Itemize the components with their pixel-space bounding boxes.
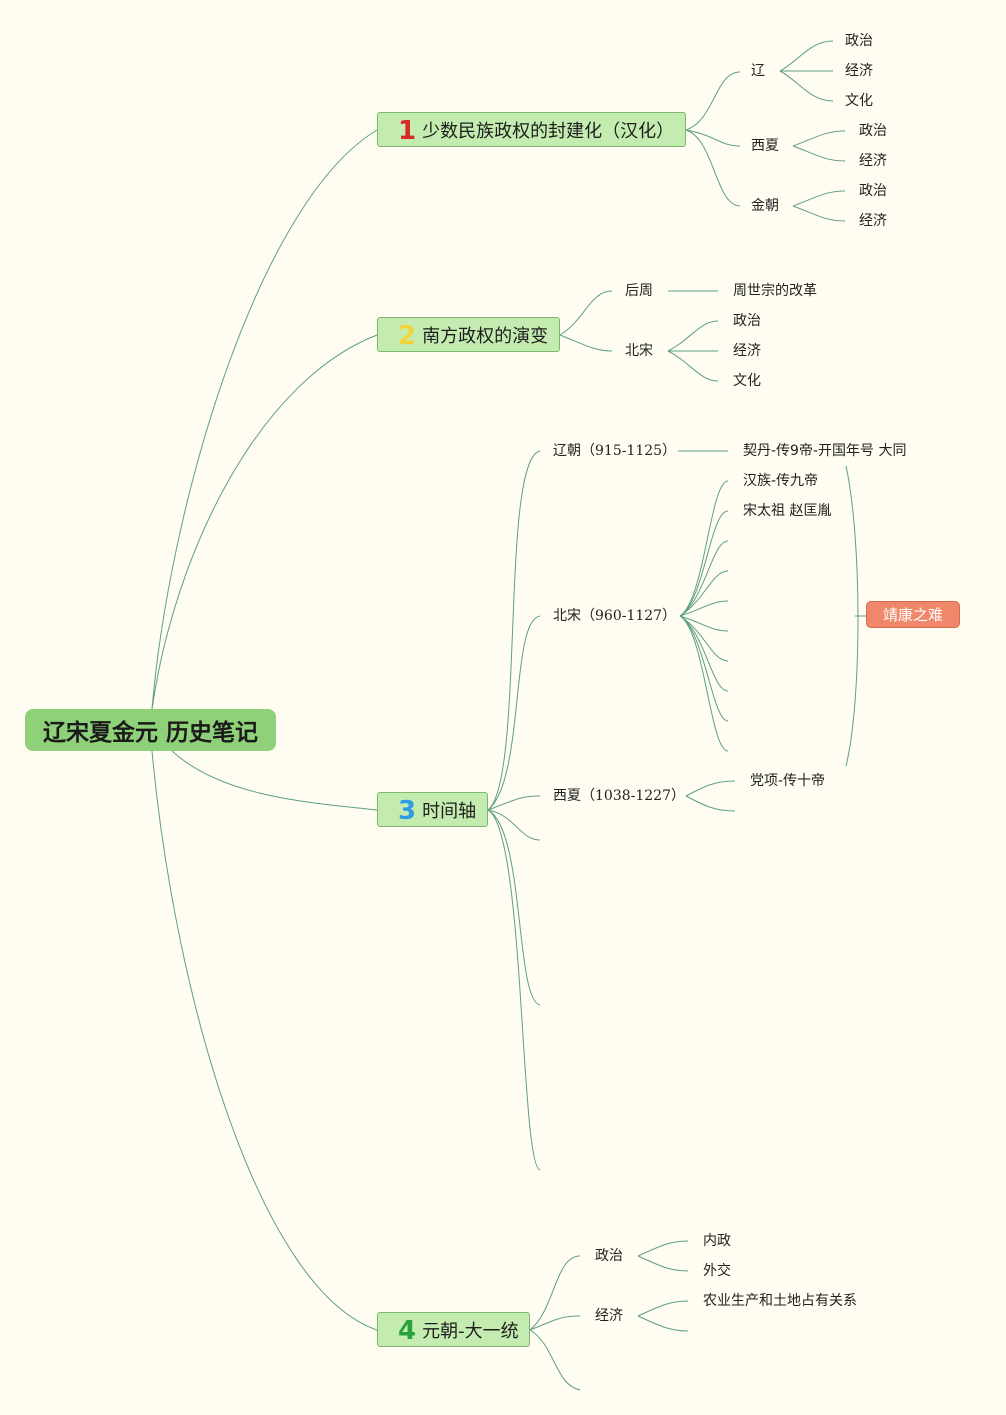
node-timeline-liao[interactable]: 辽朝（915-1125） — [553, 441, 676, 461]
node-yuan-economy[interactable]: 经济 — [595, 1308, 623, 1324]
node-houzhou-reform[interactable]: 周世宗的改革 — [733, 283, 817, 299]
root-title: 辽宋夏金元 历史笔记 — [42, 720, 258, 746]
node-jin-economy[interactable]: 经济 — [859, 213, 887, 229]
topic-number-4: 4 — [398, 1315, 417, 1346]
node-beisong[interactable]: 北宋 — [625, 343, 653, 359]
node-timeline-liao-detail[interactable]: 契丹-传9帝-开国年号 大同 — [743, 443, 907, 459]
node-timeline-xia[interactable]: 西夏（1038-1227） — [553, 786, 685, 806]
topic-number-3: 3 — [398, 795, 417, 826]
node-timeline-xia-detail[interactable]: 党项-传十帝 — [750, 773, 826, 789]
node-yuan-agriculture[interactable]: 农业生产和土地占有关系 — [703, 1293, 857, 1309]
timeline-xia-years: （1038-1227） — [581, 788, 685, 804]
timeline-song-label: 北宋 — [553, 608, 581, 624]
topic-number-1: 1 — [398, 115, 417, 146]
node-xixia-economy[interactable]: 经济 — [859, 153, 887, 169]
node-liao[interactable]: 辽 — [751, 63, 765, 79]
root-topic[interactable]: 辽宋夏金元 历史笔记 — [25, 709, 276, 751]
node-jin[interactable]: 金朝 — [751, 198, 779, 214]
node-houzhou[interactable]: 后周 — [625, 283, 653, 299]
timeline-liao-label: 辽朝 — [553, 443, 581, 459]
topic-title-3: 时间轴 — [422, 800, 477, 822]
topic-title-2: 南方政权的演变 — [422, 325, 549, 347]
node-timeline-song-detail-2[interactable]: 宋太祖 赵匡胤 — [743, 503, 832, 519]
node-yuan-foreign[interactable]: 外交 — [703, 1263, 731, 1279]
node-yuan-politics[interactable]: 政治 — [595, 1248, 623, 1264]
node-xixia[interactable]: 西夏 — [751, 138, 779, 154]
node-beisong-economy[interactable]: 经济 — [733, 343, 761, 359]
timeline-xia-label: 西夏 — [553, 788, 581, 804]
node-jin-politics[interactable]: 政治 — [859, 183, 887, 199]
node-timeline-song-detail-1[interactable]: 汉族-传九帝 — [743, 473, 819, 489]
topic-number-2: 2 — [398, 320, 417, 351]
timeline-liao-years: （915-1125） — [581, 443, 677, 459]
node-beisong-culture[interactable]: 文化 — [733, 373, 761, 389]
node-xixia-politics[interactable]: 政治 — [859, 123, 887, 139]
topic-2[interactable]: 2 南方政权的演变 — [377, 317, 560, 352]
node-beisong-politics[interactable]: 政治 — [733, 313, 761, 329]
node-liao-culture[interactable]: 文化 — [845, 93, 873, 109]
node-yuan-internal[interactable]: 内政 — [703, 1233, 731, 1249]
node-timeline-song[interactable]: 北宋（960-1127） — [553, 606, 676, 626]
topic-3[interactable]: 3 时间轴 — [377, 792, 488, 827]
node-liao-politics[interactable]: 政治 — [845, 33, 873, 49]
topic-1[interactable]: 1 少数民族政权的封建化（汉化） — [377, 112, 686, 147]
topic-4[interactable]: 4 元朝-大一统 — [377, 1312, 530, 1347]
summary-badge-jingkang[interactable]: 靖康之难 — [866, 601, 960, 628]
topic-title-4: 元朝-大一统 — [422, 1320, 519, 1342]
topic-title-1: 少数民族政权的封建化（汉化） — [422, 120, 675, 142]
node-liao-economy[interactable]: 经济 — [845, 63, 873, 79]
timeline-song-years: （960-1127） — [581, 608, 677, 624]
